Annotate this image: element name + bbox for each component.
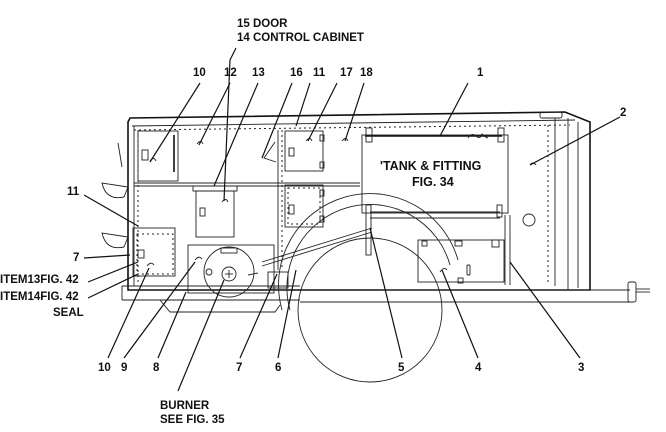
label-bottom-5: 5	[398, 362, 405, 374]
label-bottom-6: 6	[275, 362, 282, 374]
label-burner: BURNER	[160, 400, 210, 412]
label-bottom-10: 10	[98, 362, 111, 374]
label-burner-ref: SEE FIG. 35	[160, 414, 225, 426]
tank	[361, 127, 537, 256]
tank-label-line1: 'TANK & FITTING	[380, 159, 482, 173]
label-seal: SEAL	[53, 307, 84, 319]
label-control-cabinet: 14 CONTROL CABINET	[237, 32, 364, 44]
lower-right-compartment	[417, 215, 511, 285]
label-bottom-4: 4	[475, 362, 482, 374]
label-item13: ITEM13FIG. 42	[0, 274, 79, 286]
label-left-7: 7	[73, 252, 80, 264]
label-item14: ITEM14FIG. 42	[0, 291, 79, 303]
control-cabinet	[192, 185, 238, 238]
label-top-17: 17	[340, 67, 353, 79]
lower-left-compartment	[132, 227, 176, 277]
label-bottom-3: 3	[578, 362, 585, 374]
label-top-13: 13	[252, 67, 265, 79]
label-top-16: 16	[290, 67, 303, 79]
label-bottom-9: 9	[121, 362, 128, 374]
tank-label-line2: FIG. 34	[412, 175, 454, 189]
label-top-11: 11	[313, 67, 326, 79]
label-top-12: 12	[224, 67, 237, 79]
wheel	[278, 193, 459, 383]
fuel-line	[261, 227, 373, 263]
label-top-18: 18	[360, 67, 373, 79]
leader-lines	[83, 47, 621, 392]
label-top-1: 1	[477, 67, 484, 79]
wash-basins	[101, 142, 129, 249]
burner-assembly	[187, 244, 275, 298]
upper-left-compartment	[137, 130, 204, 182]
label-bottom-7: 7	[236, 362, 243, 374]
label-top-10: 10	[193, 67, 206, 79]
label-bottom-8: 8	[153, 362, 160, 374]
body-outline	[127, 111, 591, 291]
small-cabinets	[284, 130, 349, 228]
label-top-2: 2	[620, 107, 627, 119]
label-left-11: 11	[67, 186, 80, 198]
label-door: 15 DOOR	[237, 18, 288, 30]
chassis-frame	[121, 271, 650, 313]
